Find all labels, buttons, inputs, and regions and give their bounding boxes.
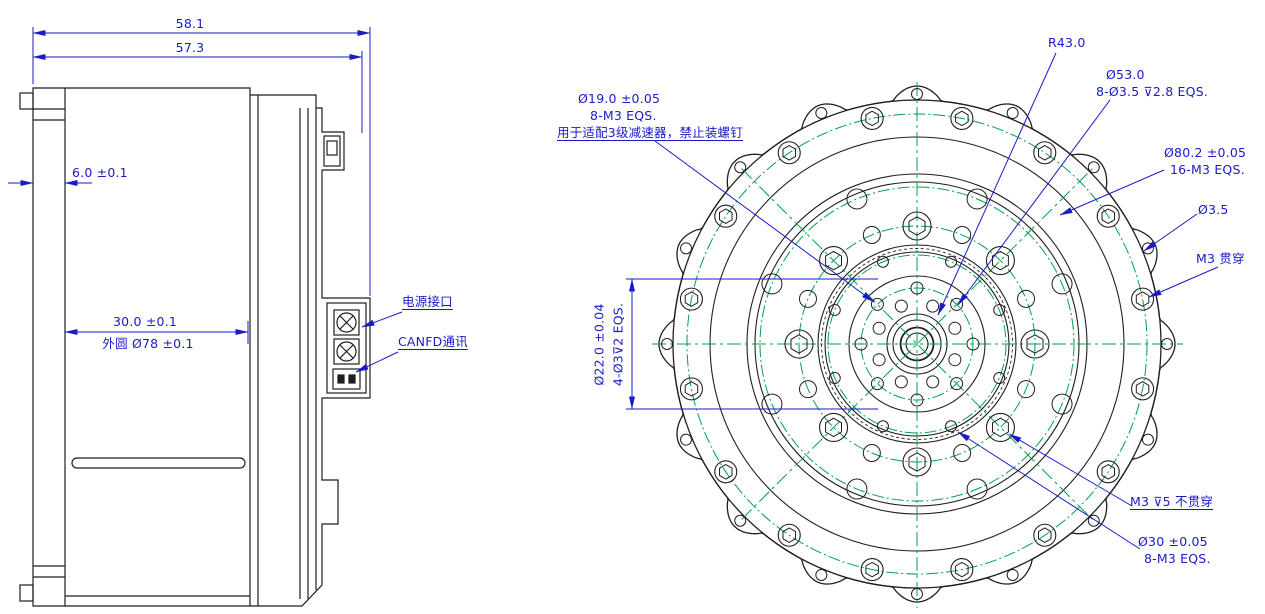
dim-outer-circle: 外圆 Ø78 ±0.1 — [102, 336, 194, 351]
dim-d22-value: Ø22.0 ±0.04 — [591, 303, 607, 386]
callout-r43: R43.0 — [1048, 35, 1086, 50]
callout-d35: Ø3.5 — [1198, 202, 1229, 217]
canfd-connector-icon — [332, 368, 361, 390]
label-power-port: 电源接口 — [402, 294, 453, 309]
dimension-lines — [8, 27, 1219, 550]
front-view-geometry — [652, 82, 1183, 608]
callout-d80-count: 16-M3 EQS. — [1170, 162, 1245, 177]
callout-d19-count: 8-M3 EQS. — [590, 108, 657, 123]
callout-d30-value: Ø30 ±0.05 — [1138, 534, 1208, 549]
flange-tab-bottom — [19, 584, 34, 602]
top-mount-tab — [323, 135, 341, 167]
dim-inner-length: 57.3 — [175, 40, 205, 55]
side-view-geometry — [19, 87, 371, 607]
power-connector-icon — [336, 312, 357, 333]
connector-block — [326, 302, 367, 394]
leader-m3-blind — [1008, 433, 1133, 507]
callout-m3-through: M3 贯穿 — [1196, 251, 1245, 266]
dim-flange-thickness: 6.0 ±0.1 — [72, 165, 128, 180]
leader-m3-through — [1148, 266, 1219, 298]
leader-canfd — [355, 351, 399, 373]
side-view-outline — [32, 87, 371, 607]
power-connector-icon-2 — [336, 341, 357, 362]
callout-d30-count: 8-M3 EQS. — [1144, 551, 1211, 566]
leader-power — [361, 311, 403, 328]
body-slot — [71, 457, 246, 469]
dim-body-length: 30.0 ±0.1 — [113, 314, 177, 329]
leader-d35 — [1143, 213, 1198, 252]
leader-r43 — [937, 52, 1057, 316]
dim-total-length: 58.1 — [175, 16, 205, 31]
dim-d22-count: 4-Ø3⊽2 EQS. — [610, 302, 626, 387]
callout-d19-note: 用于适配3级减速器，禁止装螺钉 — [557, 125, 743, 140]
leader-d30 — [957, 431, 1141, 550]
leader-d19 — [654, 140, 875, 303]
callout-d53-value: Ø53.0 — [1106, 67, 1145, 82]
callout-d19-value: Ø19.0 ±0.05 — [578, 91, 661, 106]
callout-d80-value: Ø80.2 ±0.05 — [1164, 145, 1247, 160]
leader-d80 — [1059, 169, 1165, 216]
callout-d53-count: 8-Ø3.5 ⊽2.8 EQS. — [1096, 84, 1209, 99]
flange-tab-top — [19, 92, 34, 110]
leader-d53 — [957, 99, 1111, 306]
label-canfd-port: CANFD通讯 — [398, 334, 468, 349]
callout-m3-blind: M3 ⊽5 不贯穿 — [1130, 494, 1214, 509]
